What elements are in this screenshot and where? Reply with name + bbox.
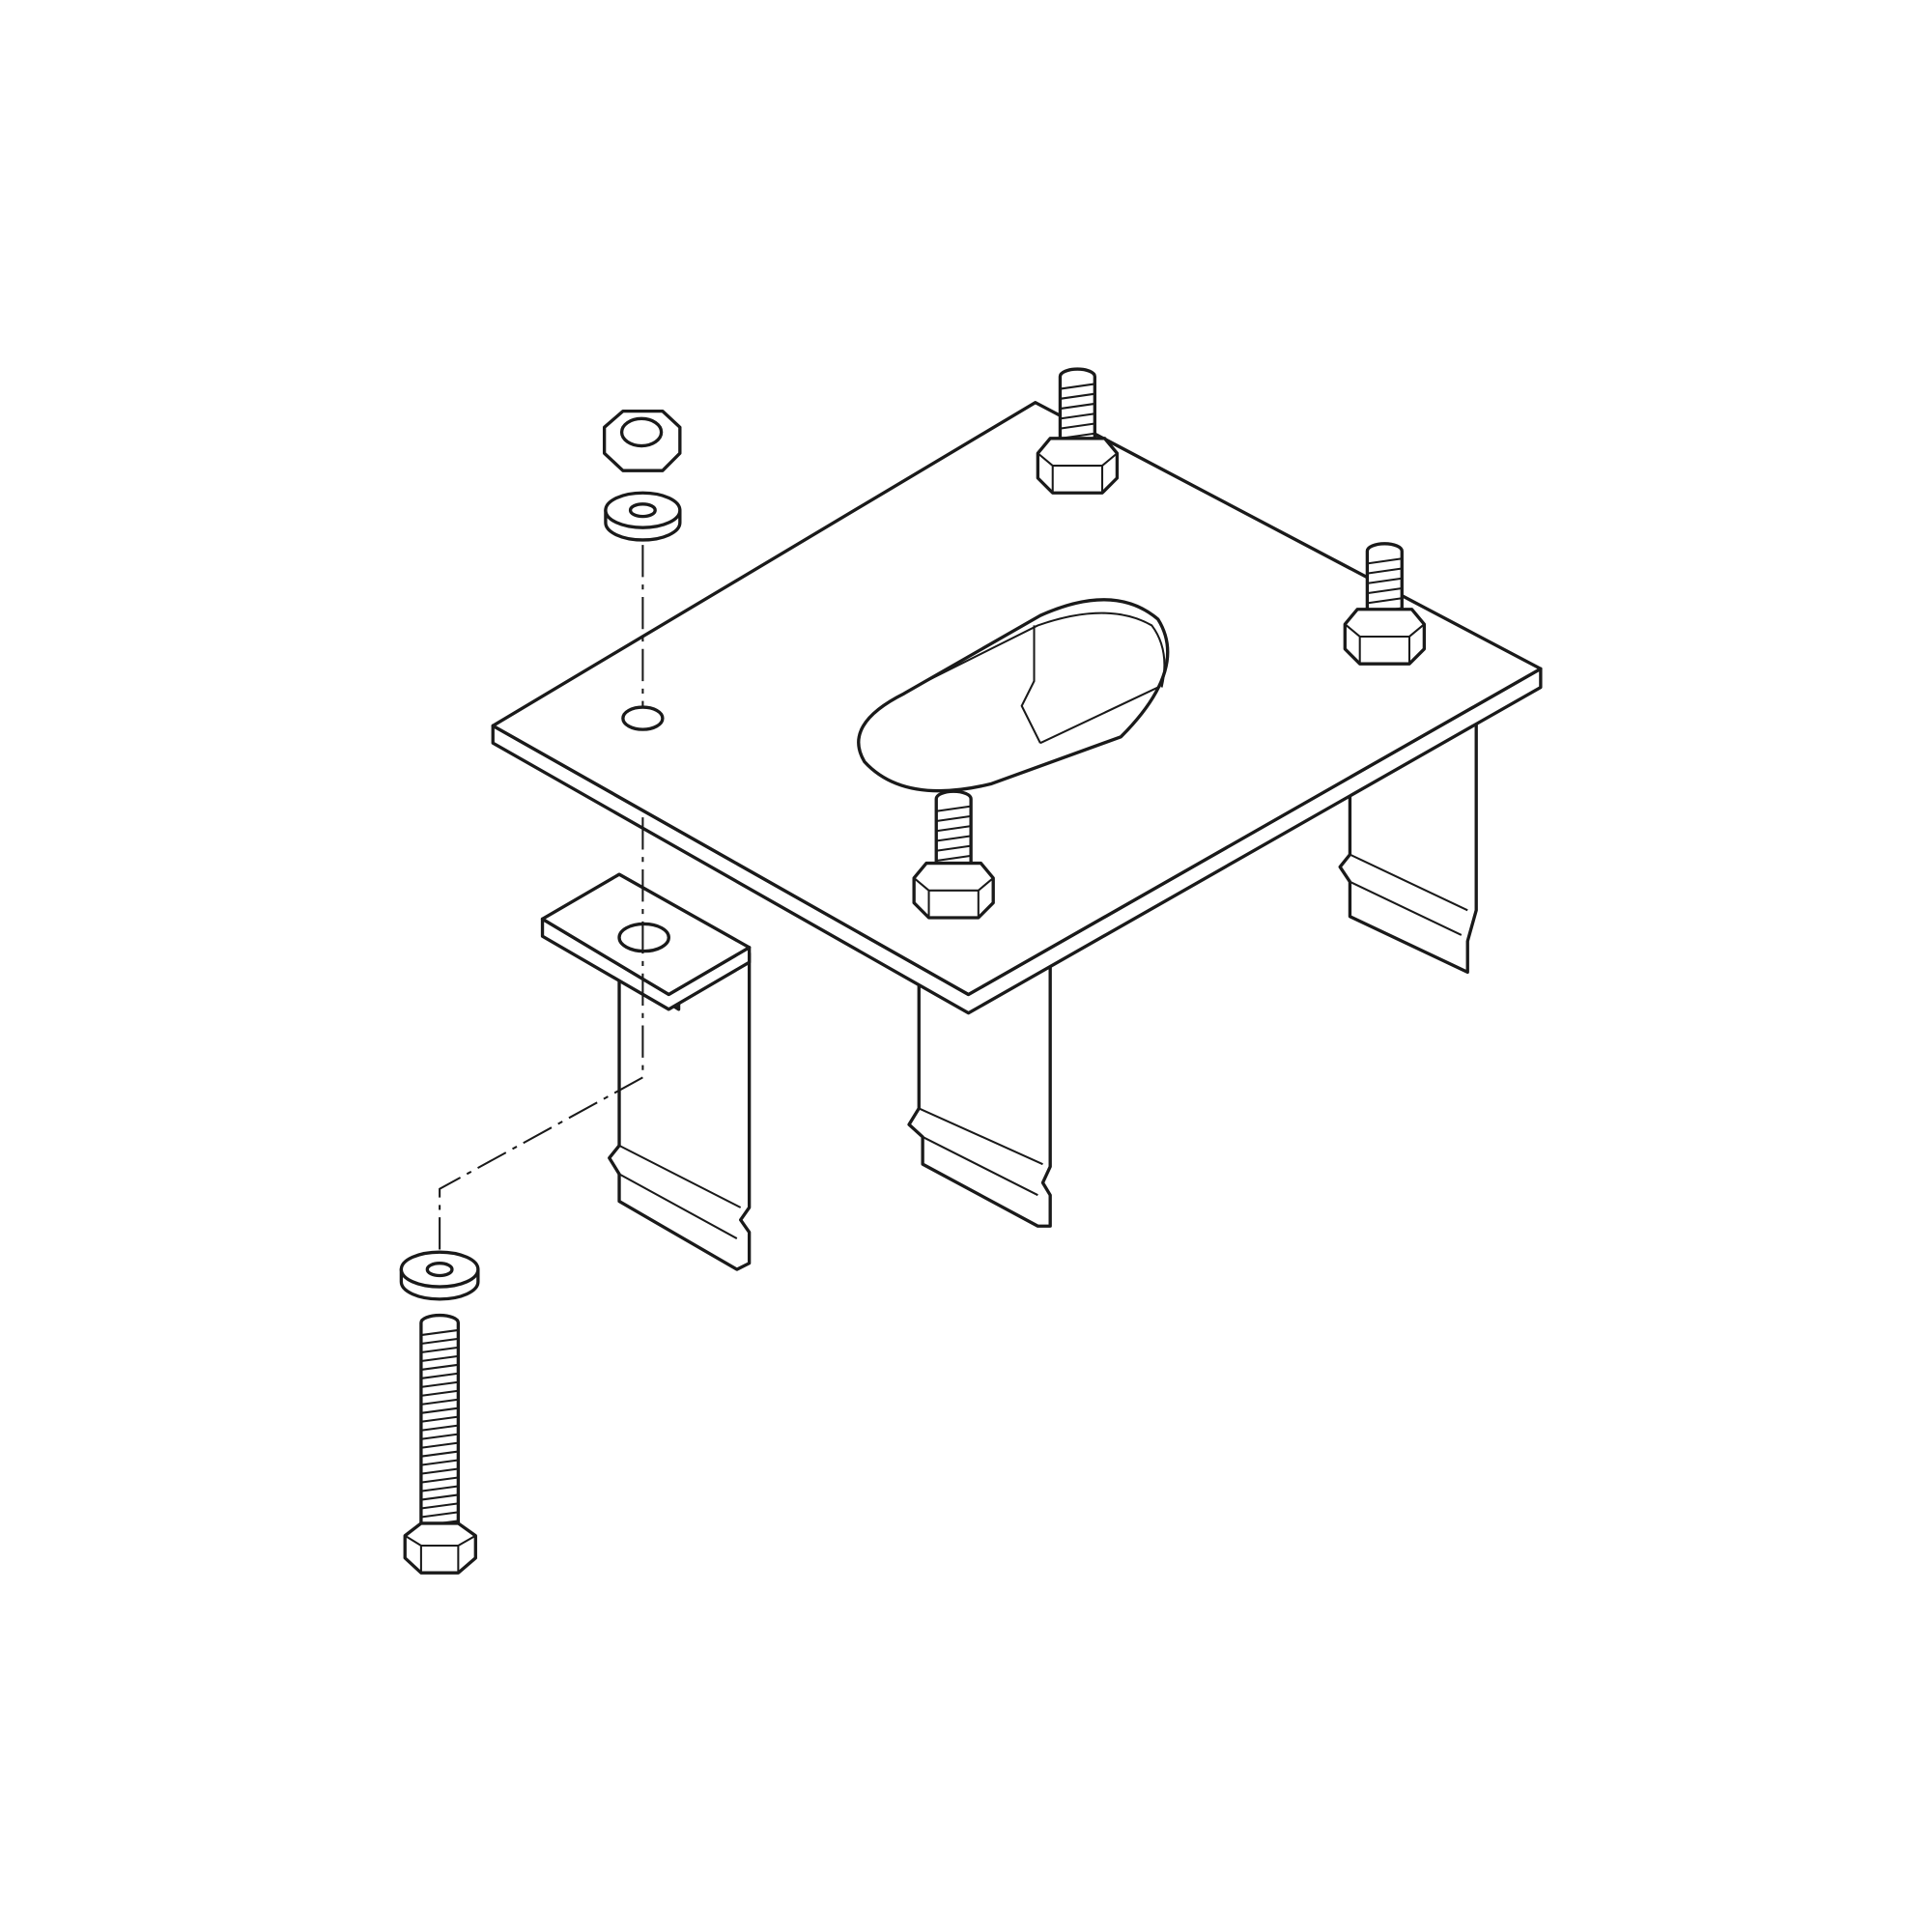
assembly-line	[439, 545, 644, 1254]
oval-slot	[857, 598, 1170, 793]
plate-hole	[621, 705, 665, 731]
stud-bolt	[1343, 542, 1427, 666]
stud-bolt	[912, 789, 995, 920]
washer-top	[604, 491, 682, 542]
hex-nut	[602, 409, 682, 472]
long-bolt	[403, 1313, 477, 1575]
stud-bolt	[1036, 367, 1120, 495]
base-plate	[491, 401, 1543, 1015]
angle-bracket	[540, 872, 752, 1271]
leg-front	[907, 957, 1052, 1228]
washer-bottom	[399, 1250, 480, 1301]
